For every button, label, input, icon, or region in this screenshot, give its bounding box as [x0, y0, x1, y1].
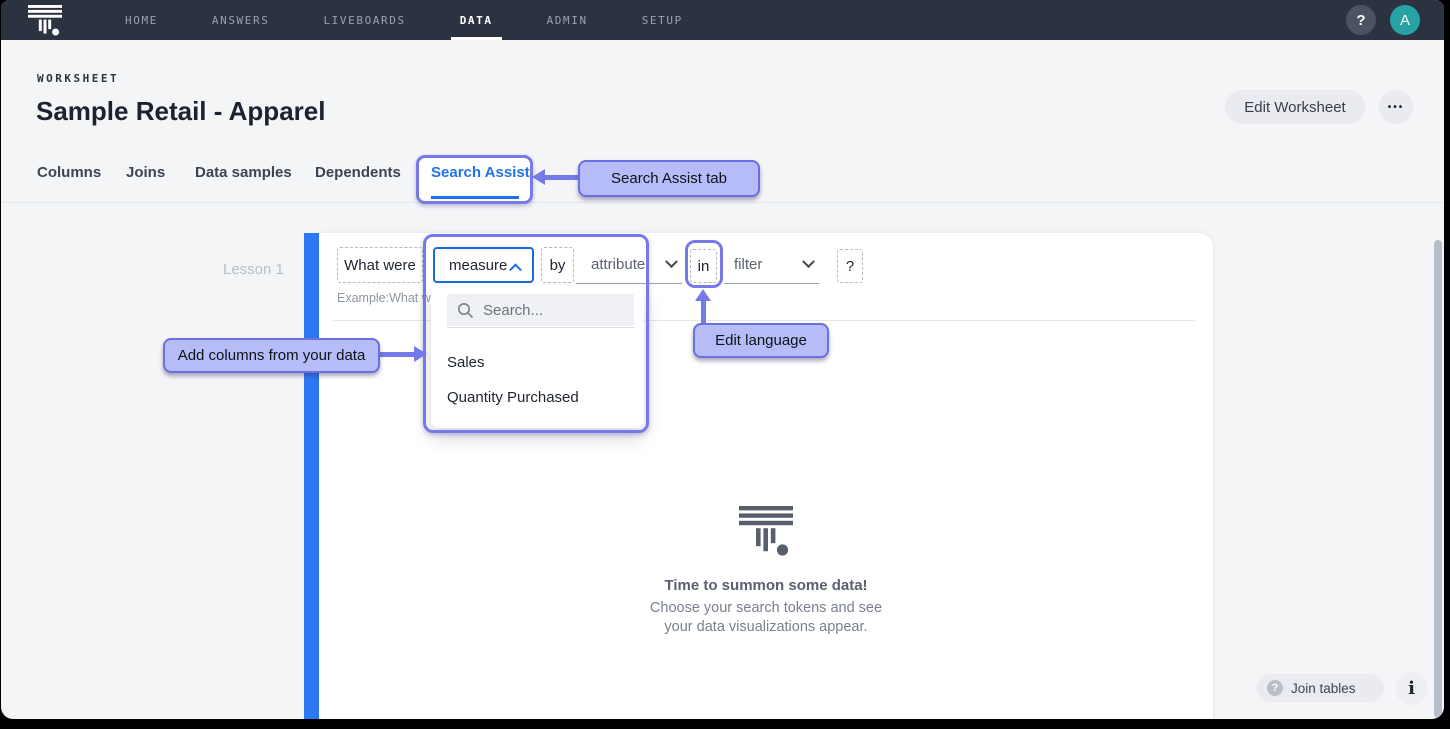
- tab-dependents[interactable]: Dependents: [315, 164, 401, 181]
- thoughtspot-logo-icon: [28, 4, 62, 35]
- dropdown-item-quantity-purchased[interactable]: Quantity Purchased: [447, 389, 579, 406]
- token-attribute-dropdown[interactable]: attribute: [576, 246, 682, 284]
- avatar[interactable]: A: [1390, 5, 1420, 35]
- search-bar-divider: [333, 320, 1195, 321]
- callout-add-columns: Add columns from your data: [163, 338, 380, 373]
- nav-menu: HOME ANSWERS LIVEBOARDS DATA ADMIN SETUP: [98, 0, 710, 40]
- page-title: Sample Retail - Apparel: [36, 96, 326, 126]
- thoughtspot-watermark-icon: [739, 506, 793, 556]
- chevron-up-icon: [509, 262, 522, 276]
- search-assist-annotation-ring: [416, 155, 533, 204]
- top-nav: HOME ANSWERS LIVEBOARDS DATA ADMIN SETUP…: [1, 0, 1444, 40]
- dropdown-item-sales[interactable]: Sales: [447, 354, 485, 371]
- callout-edit-language: Edit language: [693, 323, 829, 358]
- empty-state: Time to summon some data! Choose your se…: [616, 506, 916, 637]
- token-filter-label: filter: [734, 256, 763, 273]
- nav-item-answers[interactable]: ANSWERS: [211, 14, 270, 27]
- token-by[interactable]: by: [541, 247, 574, 283]
- nav-item-home[interactable]: HOME: [125, 14, 158, 27]
- arrow-up-icon: [695, 289, 711, 301]
- tabs-divider: [1, 202, 1444, 203]
- callout-arrow-line: [544, 175, 578, 180]
- nav-item-data[interactable]: DATA: [433, 0, 520, 40]
- join-tables-button[interactable]: ? Join tables: [1257, 674, 1384, 702]
- join-tables-label: Join tables: [1291, 680, 1356, 696]
- empty-state-title: Time to summon some data!: [664, 577, 868, 594]
- lesson-label: Lesson 1: [223, 261, 284, 278]
- nav-right: ? A: [1346, 5, 1420, 35]
- chevron-down-icon: [665, 255, 678, 269]
- active-tab-underline: [431, 196, 519, 199]
- empty-state-line1: Choose your search tokens and see: [649, 600, 883, 616]
- measure-dropdown-panel: Sales Quantity Purchased: [431, 286, 644, 428]
- callout-arrow-line: [378, 352, 414, 357]
- nav-item-liveboards[interactable]: LIVEBOARDS: [323, 14, 406, 27]
- token-what-were[interactable]: What were: [337, 247, 423, 283]
- tab-columns[interactable]: Columns: [37, 164, 102, 181]
- token-help[interactable]: ?: [837, 249, 863, 283]
- more-options-button[interactable]: •••: [1379, 90, 1413, 124]
- chevron-down-icon: [802, 255, 815, 269]
- tab-joins[interactable]: Joins: [126, 164, 166, 181]
- dropdown-search-input[interactable]: [447, 294, 634, 326]
- token-attribute-label: attribute: [591, 256, 646, 273]
- nav-item-setup[interactable]: SETUP: [641, 14, 683, 27]
- help-button[interactable]: ?: [1346, 5, 1376, 35]
- arrow-left-icon: [532, 169, 545, 185]
- token-measure-dropdown[interactable]: measure: [433, 247, 534, 283]
- example-hint-text: Example:What we: [337, 291, 438, 305]
- empty-state-line2: your data visualizations appear.: [664, 619, 868, 635]
- scrollbar[interactable]: [1434, 240, 1442, 718]
- token-in[interactable]: in: [690, 249, 717, 283]
- lesson-progress-bar: [304, 233, 319, 719]
- worksheet-eyebrow: WORKSHEET: [37, 72, 120, 85]
- question-circle-icon: ?: [1267, 680, 1283, 696]
- tab-data-samples[interactable]: Data samples: [195, 164, 292, 181]
- token-filter-dropdown[interactable]: filter: [724, 246, 819, 284]
- search-icon: [458, 303, 474, 319]
- arrow-right-icon: [414, 346, 427, 362]
- dropdown-divider: [447, 327, 634, 328]
- nav-item-admin[interactable]: ADMIN: [546, 14, 588, 27]
- info-button[interactable]: i: [1395, 672, 1428, 705]
- token-measure-label: measure: [449, 256, 508, 274]
- callout-arrow-line: [701, 299, 706, 325]
- tab-search-assist[interactable]: Search Assist: [431, 164, 530, 181]
- edit-worksheet-button[interactable]: Edit Worksheet: [1225, 90, 1365, 124]
- callout-search-assist-tab: Search Assist tab: [578, 160, 760, 197]
